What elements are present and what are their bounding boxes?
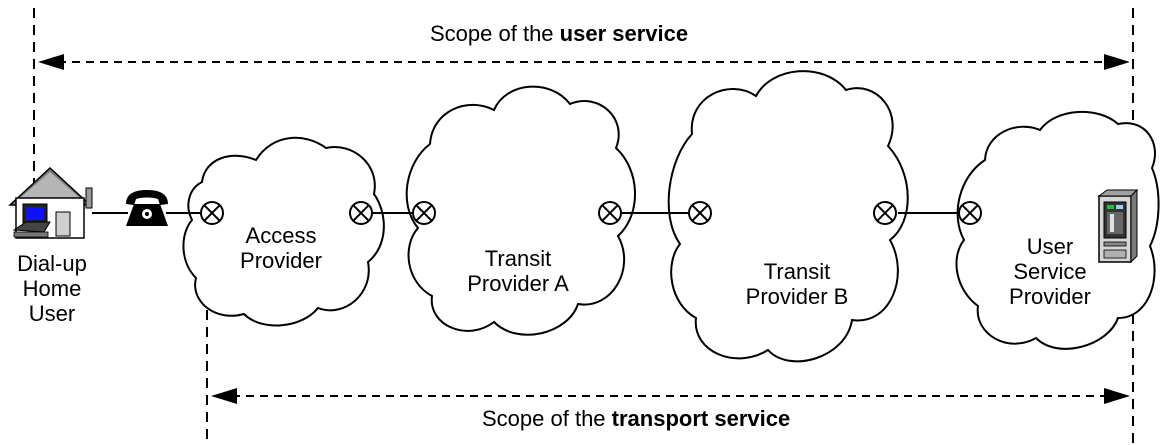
user-service-provider-cloud bbox=[955, 111, 1160, 350]
user-service-provider-label: User Service Provider bbox=[994, 234, 1106, 309]
access-provider-label: Access Provider bbox=[221, 223, 341, 273]
home-user-label: Dial-up Home User bbox=[8, 251, 96, 326]
user-service-scope-arrow bbox=[38, 54, 1130, 70]
transit-provider-a-label-line1: Transit bbox=[484, 246, 552, 271]
access-provider-cloud bbox=[182, 136, 385, 327]
connector-icon bbox=[598, 201, 622, 225]
server-icon bbox=[1097, 188, 1139, 264]
user-service-scope-prefix: Scope of the bbox=[430, 21, 554, 46]
connector-icon bbox=[412, 201, 436, 225]
transport-service-scope-prefix: Scope of the bbox=[482, 406, 606, 431]
connector-icon bbox=[349, 201, 373, 225]
connector-icon bbox=[688, 201, 712, 225]
home-user-label-line3: User bbox=[28, 301, 76, 326]
transport-service-scope-label: Scope of the transport service bbox=[482, 406, 790, 432]
transit-provider-b-label: Transit Provider B bbox=[722, 259, 872, 309]
house-with-computer-icon bbox=[8, 166, 93, 239]
connector-icon bbox=[958, 201, 982, 225]
access-provider-label-line1: Access bbox=[245, 223, 317, 248]
access-provider-label-line2: Provider bbox=[240, 248, 322, 273]
transit-provider-a-label: Transit Provider A bbox=[448, 246, 588, 296]
user-service-scope-bold: user service bbox=[559, 21, 689, 46]
transit-provider-a-label-line2: Provider A bbox=[467, 271, 569, 296]
user-service-provider-label-line1: User bbox=[1026, 234, 1074, 259]
home-user-label-line2: Home bbox=[22, 276, 82, 301]
home-user-label-line1: Dial-up bbox=[17, 251, 87, 276]
transit-provider-b-label-line2: Provider B bbox=[745, 284, 849, 309]
telephone-icon bbox=[126, 190, 168, 226]
user-service-provider-label-line3: Provider bbox=[1009, 284, 1091, 309]
transit-provider-b-label-line1: Transit bbox=[763, 259, 831, 284]
transport-service-scope-arrow bbox=[211, 388, 1130, 404]
user-service-scope-label: Scope of the user service bbox=[430, 21, 688, 47]
transit-provider-a-cloud bbox=[405, 85, 636, 336]
connector-icon bbox=[873, 201, 897, 225]
transit-provider-b-cloud bbox=[667, 70, 909, 363]
transport-service-scope-bold: transport service bbox=[611, 406, 791, 431]
connector-icon bbox=[200, 201, 224, 225]
user-service-provider-label-line2: Service bbox=[1013, 259, 1087, 284]
